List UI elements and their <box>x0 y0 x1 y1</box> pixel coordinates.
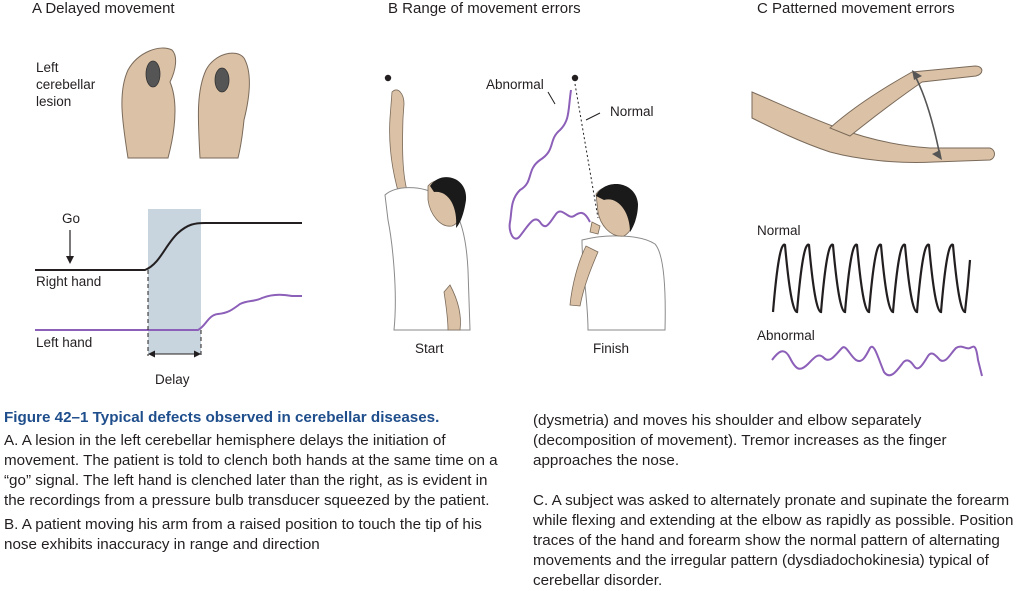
left-hand-label: Left hand <box>36 335 93 350</box>
right-hand-label: Right hand <box>36 274 102 289</box>
patient-start-illustration <box>384 89 471 331</box>
delay-band <box>148 209 201 354</box>
abnormal-trace-label: Abnormal <box>757 328 815 343</box>
figure-caption-title: Figure 42–1 Typical defects observed in … <box>4 408 504 428</box>
delay-label: Delay <box>155 372 190 387</box>
rotation-arc <box>913 73 941 157</box>
caption-paragraph-a: A. A lesion in the left cerebellar hemis… <box>4 432 498 509</box>
start-label: Start <box>415 341 444 356</box>
normal-trajectory-line <box>574 83 599 219</box>
caption-paragraph-b-continued: (dysmetria) and moves his shoulder and e… <box>533 412 947 469</box>
clenched-hands-illustration <box>121 47 250 159</box>
lesion-label: Left cerebellar lesion <box>36 60 96 109</box>
caption-paragraph-b: B. A patient moving his arm from a raise… <box>4 516 482 553</box>
right-hand-trace <box>35 222 302 271</box>
finish-target-dot <box>571 74 579 82</box>
abnormal-trajectory-trace <box>508 89 591 240</box>
go-label: Go <box>62 211 81 226</box>
caption-paragraph-c: C. A subject was asked to alternately pr… <box>533 492 1014 589</box>
abnormal-irregular-trace <box>771 345 983 377</box>
figure-artwork <box>35 47 995 377</box>
normal-trace-label: Normal <box>757 223 801 238</box>
patient-finish-illustration <box>569 184 666 331</box>
pronating-arm-illustration <box>751 65 995 164</box>
caption-left-column: Figure 42–1 Typical defects observed in … <box>4 408 504 555</box>
figure-title: Typical defects observed in cerebellar d… <box>92 409 440 426</box>
normal-alternating-trace <box>771 243 972 314</box>
left-hand-trace <box>35 293 302 331</box>
caption-right-column: (dysmetria) and moves his shoulder and e… <box>533 411 1015 591</box>
finish-label: Finish <box>593 341 630 356</box>
normal-trajectory-label: Normal <box>610 104 654 119</box>
panel-c-title: C Patterned movement errors <box>757 0 955 17</box>
abnormal-trajectory-label: Abnormal <box>486 77 544 92</box>
start-target-dot <box>384 74 392 82</box>
panel-b-title: B Range of movement errors <box>388 0 581 17</box>
panel-a-title: A Delayed movement <box>32 0 175 17</box>
figure-number: Figure 42–1 <box>4 409 89 426</box>
